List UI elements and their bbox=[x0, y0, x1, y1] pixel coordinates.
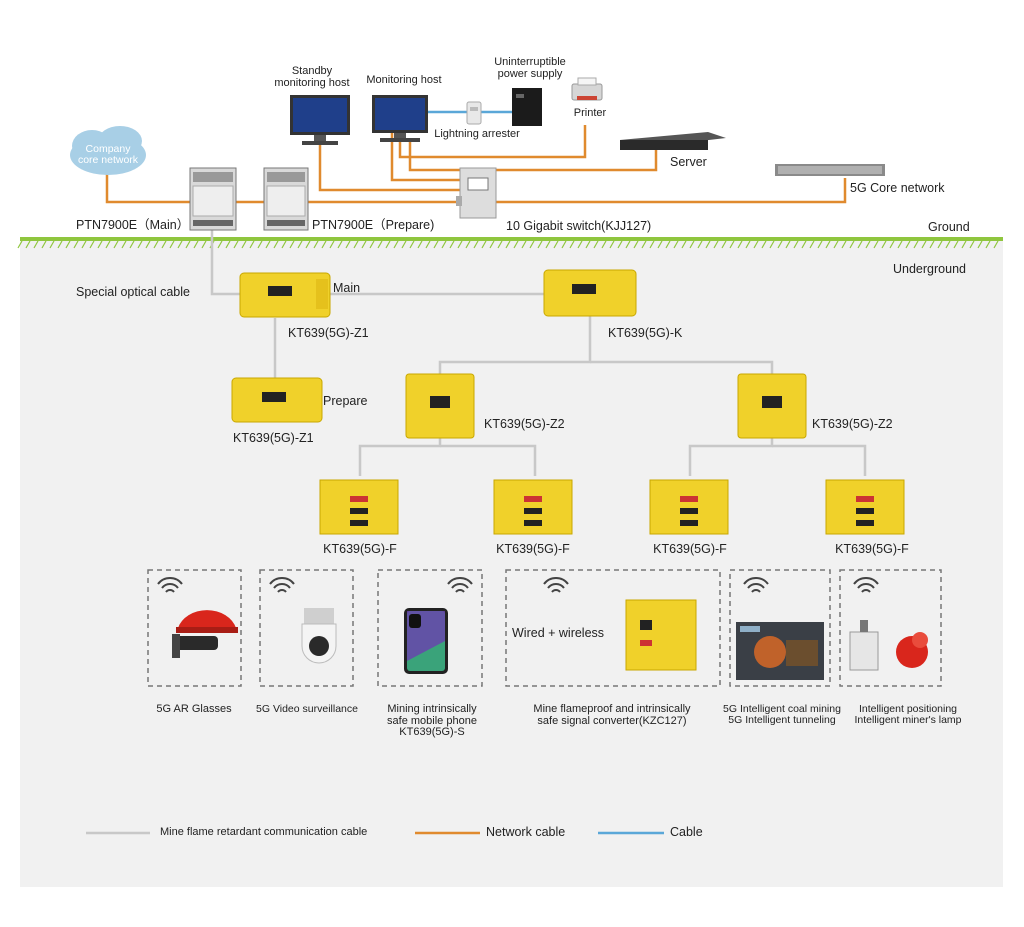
comm-cables bbox=[210, 230, 867, 476]
standby-monitor-icon bbox=[290, 95, 350, 145]
terminal-box-ar bbox=[147, 569, 242, 687]
kt639-k-device bbox=[543, 269, 637, 317]
lightning-arrester-label: Lightning arrester bbox=[434, 128, 520, 140]
standby-host-label: Standby monitoring host bbox=[274, 65, 350, 89]
z1-main-label: KT639(5G)-Z1 bbox=[288, 326, 369, 340]
ground-label: Ground bbox=[928, 220, 970, 234]
f-label-4: KT639(5G)-F bbox=[835, 542, 909, 556]
wired-wireless-label: Wired + wireless bbox=[512, 626, 605, 640]
monitoring-monitor-icon bbox=[372, 95, 428, 142]
lightning-arrester-icon bbox=[466, 101, 482, 125]
kt639-f-device-3 bbox=[649, 479, 729, 535]
terminal-label-phone: Mining intrinsically safe mobile phone K… bbox=[387, 703, 477, 738]
terminal-box-video bbox=[259, 569, 354, 687]
wifi-icon bbox=[543, 577, 569, 593]
ar-glasses-helmet-icon bbox=[172, 610, 238, 658]
network-cables bbox=[105, 125, 847, 204]
ptn-main-label: PTN7900E（Main） bbox=[76, 218, 190, 232]
legend-network-cable: Network cable bbox=[486, 825, 566, 839]
ups-label: Uninterruptible power supply bbox=[494, 56, 566, 80]
wifi-icons bbox=[157, 577, 879, 593]
underground-label: Underground bbox=[893, 262, 966, 276]
terminal-label-converter: Mine flameproof and intrinsically safe s… bbox=[533, 703, 691, 727]
server-label: Server bbox=[670, 155, 707, 169]
ground-line bbox=[17, 237, 1003, 249]
f-label-2: KT639(5G)-F bbox=[496, 542, 570, 556]
k-label: KT639(5G)-K bbox=[608, 326, 683, 340]
kt639-z2-right-device bbox=[737, 373, 807, 439]
terminal-label-coal: 5G Intelligent coal mining 5G Intelligen… bbox=[723, 703, 841, 726]
terminal-label-ar: 5G AR Glasses bbox=[156, 703, 232, 715]
ups-icon bbox=[512, 88, 542, 126]
z2-right-label: KT639(5G)-Z2 bbox=[812, 417, 893, 431]
z2-left-label: KT639(5G)-Z2 bbox=[484, 417, 565, 431]
terminal-label-video: 5G Video surveillance bbox=[256, 703, 358, 715]
terminal-box-converter bbox=[505, 569, 721, 687]
terminal-box-phone bbox=[377, 569, 483, 687]
wifi-icon bbox=[269, 577, 295, 593]
core-network-device-icon bbox=[775, 164, 885, 176]
printer-label: Printer bbox=[573, 107, 607, 119]
printer-icon bbox=[571, 77, 603, 101]
switch-label: 10 Gigabit switch(KJJ127) bbox=[506, 219, 652, 233]
f-label-1: KT639(5G)-F bbox=[323, 542, 397, 556]
wifi-icon bbox=[743, 577, 769, 593]
cloud-icon bbox=[70, 126, 146, 175]
company-network-label: Company core network bbox=[77, 143, 139, 166]
terminal-box-coal bbox=[729, 569, 831, 687]
wifi-icon bbox=[853, 577, 879, 593]
miners-lamp-icon bbox=[849, 620, 928, 671]
monitoring-host-label: Monitoring host bbox=[366, 74, 442, 86]
z1-prepare-tag: Prepare bbox=[323, 394, 368, 408]
kt639-f-device-4 bbox=[825, 479, 905, 535]
ptn-prepare-label: PTN7900E（Prepare) bbox=[312, 218, 435, 232]
core-network-label: 5G Core network bbox=[850, 181, 945, 195]
terminal-boxes bbox=[147, 569, 942, 687]
camera-icon bbox=[301, 608, 337, 664]
z1-prepare-label: KT639(5G)-Z1 bbox=[233, 431, 314, 445]
converter-icon bbox=[625, 599, 697, 671]
kt639-f-device-1 bbox=[319, 479, 399, 535]
ptn-main-icon bbox=[189, 167, 237, 231]
switch-icon bbox=[456, 167, 497, 219]
kt639-z2-left-device bbox=[405, 373, 475, 439]
legend-cable: Cable bbox=[670, 825, 703, 839]
underground-area bbox=[20, 240, 1003, 887]
server-icon bbox=[620, 132, 726, 150]
ptn-prepare-icon bbox=[263, 167, 309, 231]
z1-main-tag: Main bbox=[333, 281, 361, 295]
optical-cable-label: Special optical cable bbox=[76, 285, 190, 299]
mining-machine-icon bbox=[736, 622, 824, 680]
wifi-icon bbox=[157, 577, 183, 593]
kt639-f-device-2 bbox=[493, 479, 573, 535]
legend-comm-cable: Mine flame retardant communication cable bbox=[160, 826, 368, 838]
wifi-icon bbox=[447, 577, 473, 593]
phone-icon bbox=[404, 608, 448, 674]
terminal-label-lamp: Intelligent positioning Intelligent mine… bbox=[854, 703, 962, 726]
f-label-3: KT639(5G)-F bbox=[653, 542, 727, 556]
kt639-z1-main-device bbox=[239, 272, 331, 318]
kt639-z1-prepare-device bbox=[231, 377, 323, 423]
